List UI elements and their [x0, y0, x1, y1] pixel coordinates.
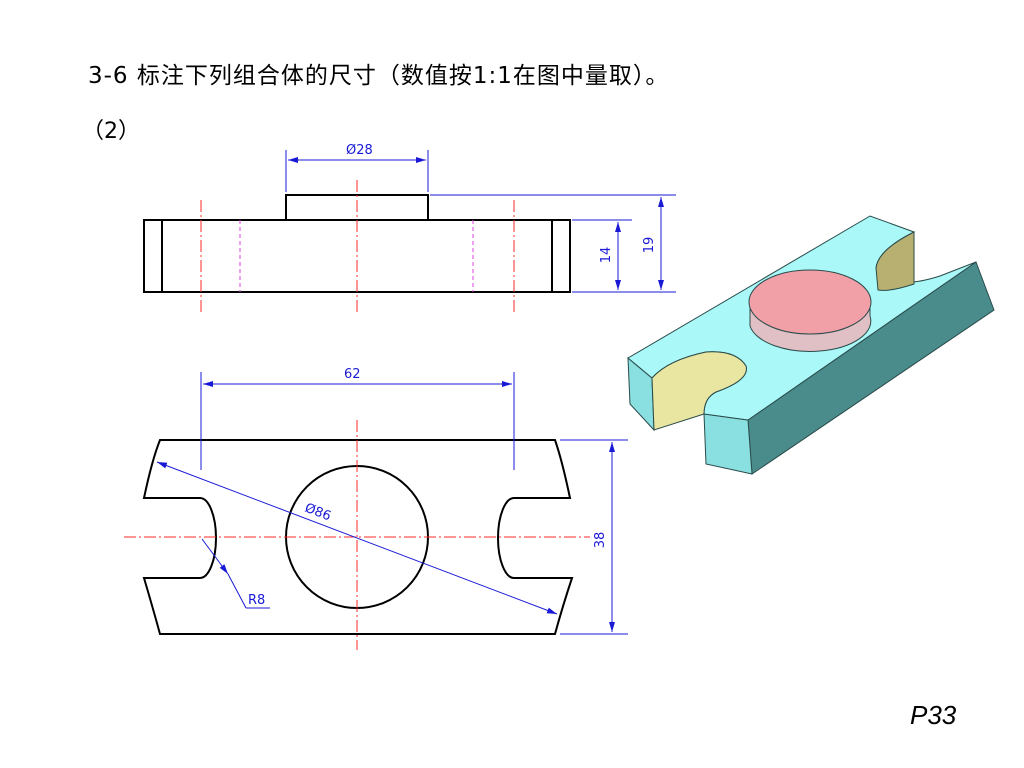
dim-text-top-diameter: Ø28 [346, 143, 373, 158]
dim-text-height-19: 19 [642, 237, 657, 254]
isometric-view [627, 215, 995, 475]
exercise-subtitle: （2） [82, 119, 140, 144]
dimension-width-62: 62 [200, 367, 515, 470]
dim-text-radius: R8 [248, 593, 265, 608]
dim-text-width-62: 62 [344, 367, 361, 382]
exercise-title: 3-6 标注下列组合体的尺寸（数值按1:1在图中量取）。 [88, 63, 670, 89]
front-view [143, 180, 571, 312]
dimension-height-38: 38 [560, 439, 628, 635]
dim-text-height-14: 14 [599, 247, 614, 264]
dimension-heights-front: 14 19 [430, 194, 676, 293]
page-number: P33 [910, 700, 957, 730]
iso-slot-left [651, 351, 747, 431]
dim-text-diagonal: Ø86 [303, 501, 333, 525]
iso-slot-right [875, 231, 915, 291]
top-view [124, 420, 590, 650]
iso-cylinder-top [748, 269, 872, 335]
dimension-top-diameter: Ø28 [285, 143, 429, 192]
dim-text-height-38: 38 [593, 532, 608, 549]
iso-front-face [703, 413, 753, 475]
dimension-radius: R8 [201, 538, 270, 609]
